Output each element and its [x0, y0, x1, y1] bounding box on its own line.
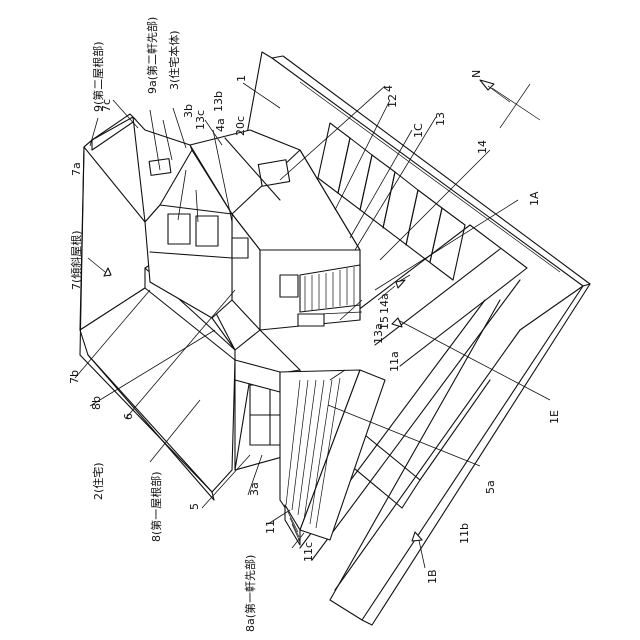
label-15: 15	[378, 316, 391, 330]
label-1c: 1C	[412, 123, 425, 138]
label-7a: 7a	[70, 162, 83, 176]
label-11a: 11a	[388, 351, 401, 372]
label-13b: 13b	[212, 91, 225, 112]
label-20c: 20c	[234, 116, 247, 136]
label-11b: 11b	[458, 523, 471, 544]
label-13: 13	[434, 112, 447, 126]
label-8: 8(第一屋根部)	[149, 471, 163, 542]
label-1: 1	[235, 75, 248, 82]
label-9a: 9a(第二軒先部)	[145, 17, 159, 94]
label-8b: 8b	[90, 396, 103, 410]
north-arrow	[480, 80, 540, 128]
label-4a: 4a	[214, 118, 227, 132]
label-8a: 8a(第一軒先部)	[243, 555, 257, 632]
house-body	[80, 114, 385, 545]
label-12: 12	[386, 94, 399, 108]
label-4: 4	[382, 85, 395, 92]
label-3: 3(住宅本体)	[167, 30, 181, 90]
label-n: N	[470, 70, 483, 78]
label-6: 6	[122, 413, 135, 420]
label-1e: 1E	[548, 410, 561, 424]
label-9: 9(第二屋根部)	[91, 41, 105, 112]
label-1b: 1B	[426, 569, 439, 584]
label-7b: 7b	[68, 370, 81, 384]
label-5a: 5a	[484, 480, 497, 494]
label-11: 11	[264, 520, 277, 534]
label-13c: 13c	[194, 110, 207, 130]
label-14a: 14a	[378, 293, 391, 314]
label-3a: 3a	[248, 482, 261, 496]
label-1a: 1A	[528, 191, 541, 206]
label-7: 7(傾斜屋根)	[69, 230, 83, 290]
label-11c: 11c	[302, 542, 315, 562]
label-14: 14	[476, 140, 489, 154]
label-5: 5	[188, 503, 201, 510]
label-2: 2(住宅)	[91, 462, 105, 500]
